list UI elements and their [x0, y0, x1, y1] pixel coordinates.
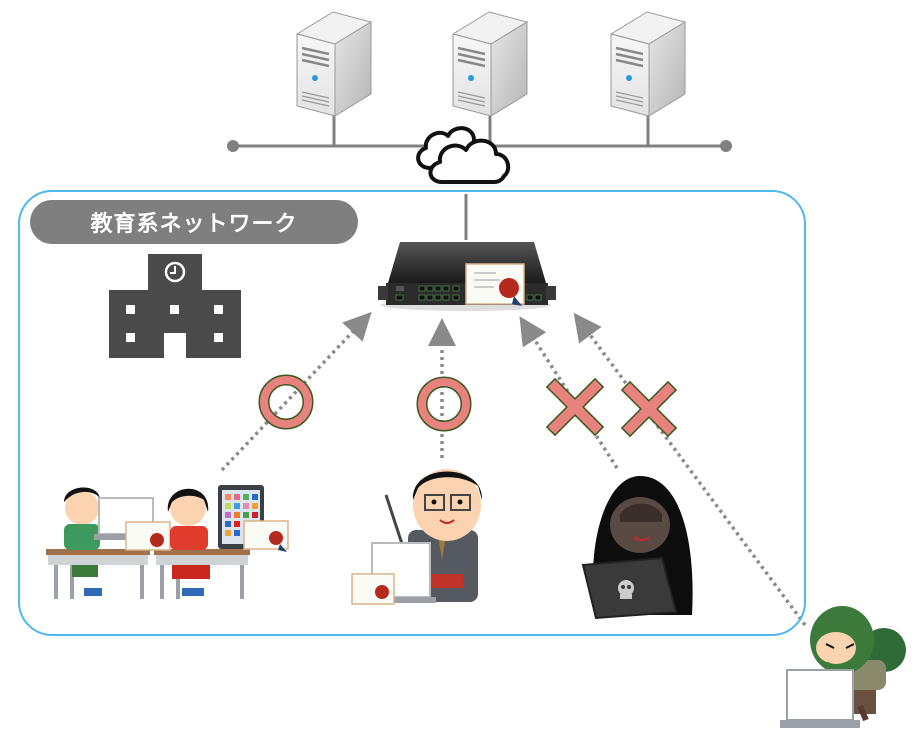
allow-mark-students	[258, 374, 314, 430]
allow-mark-teacher	[416, 376, 472, 432]
deny-mark-thief	[620, 380, 678, 438]
teacher-illustration	[351, 469, 483, 605]
network-label-text: 教育系ネットワーク	[90, 212, 298, 237]
server-1-icon	[295, 11, 373, 117]
cloud-icon	[416, 126, 511, 184]
hacker-illustration	[581, 475, 693, 620]
thief-illustration	[780, 606, 906, 728]
deny-mark-hacker	[545, 377, 605, 437]
server-3-icon	[609, 11, 687, 117]
students-illustration	[46, 485, 289, 599]
school-building-icon	[109, 254, 241, 358]
server-2-icon	[451, 11, 529, 117]
arrow-students-to-gateway	[220, 311, 372, 472]
education-network-boundary	[18, 190, 806, 636]
gateway-appliance-icon	[378, 242, 556, 311]
network-label: 教育系ネットワーク	[30, 200, 358, 244]
